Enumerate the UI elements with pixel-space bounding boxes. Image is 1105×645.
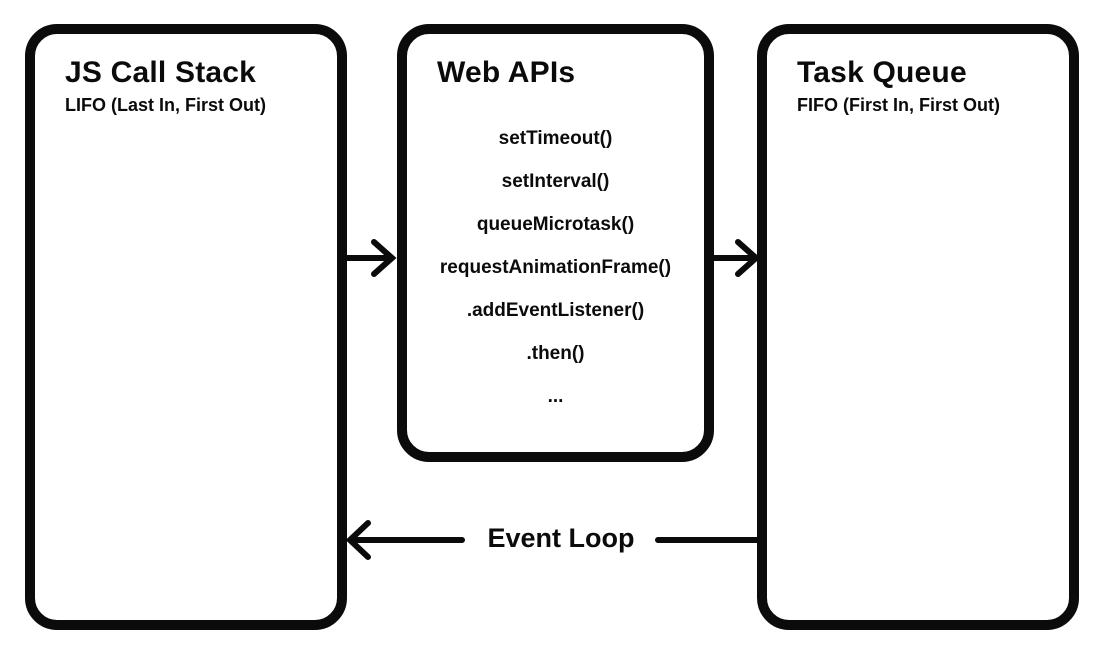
webapis-to-queue-arrow-icon [707,239,761,277]
api-item-then: .then() [526,343,585,364]
web-apis-header: Web APIs [407,34,704,91]
api-item-addeventlistener: .addEventListener() [466,300,645,321]
web-apis-list: setTimeout() setInterval() queueMicrotas… [407,117,704,418]
js-call-stack-box: JS Call Stack LIFO (Last In, First Out) [25,24,347,630]
api-item-queuemicrotask: queueMicrotask() [476,214,635,235]
web-apis-box: Web APIs setTimeout() setInterval() queu… [397,24,714,462]
stack-to-webapis-arrow-icon [337,239,397,277]
web-apis-title: Web APIs [437,56,576,89]
task-queue-box: Task Queue FIFO (First In, First Out) [757,24,1079,630]
task-queue-subtitle: FIFO (First In, First Out) [797,95,1000,115]
api-item-setinterval: setInterval() [501,171,610,192]
js-call-stack-subtitle: LIFO (Last In, First Out) [65,95,266,115]
js-call-stack-title: JS Call Stack [65,56,257,89]
api-item-requestanimationframe: requestAnimationFrame() [439,257,672,278]
api-item-settimeout: setTimeout() [498,128,613,149]
task-queue-title: Task Queue [797,56,967,89]
js-call-stack-header: JS Call Stack LIFO (Last In, First Out) [35,34,337,117]
api-item-ellipsis: ... [547,386,564,407]
event-loop-label: Event Loop [468,523,654,554]
task-queue-header: Task Queue FIFO (First In, First Out) [767,34,1069,117]
